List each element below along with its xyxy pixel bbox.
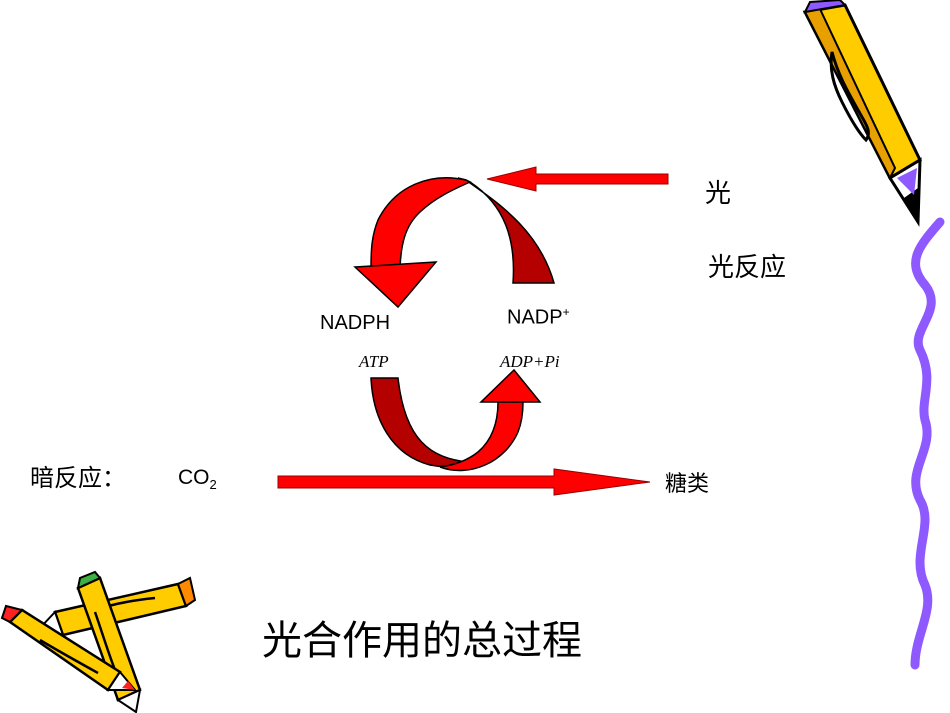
page-title: 光合作用的总过程: [262, 618, 582, 664]
nadp-to-nadph-arrow: [353, 177, 555, 309]
crossed-pencils-icon: [0, 570, 197, 713]
light-reaction-label: 光反应: [708, 253, 787, 283]
atp-to-adp-arrow: [370, 368, 542, 472]
atp-label: ATP: [359, 352, 389, 371]
adp-pi-label: ADP+Pi: [500, 352, 560, 371]
nadp-label: NADP+: [507, 305, 570, 330]
co2-to-sugar-arrow: [277, 468, 651, 496]
dark-reaction-label: 暗反应：: [30, 464, 126, 492]
pencil-icon: [802, 0, 922, 227]
nadp-main: NADP: [507, 306, 563, 329]
co2-main: CO: [178, 466, 210, 489]
co2-sub: 2: [209, 477, 217, 493]
nadp-sup: +: [562, 305, 570, 319]
sugar-label: 糖类: [665, 472, 710, 497]
wavy-border: [910, 217, 945, 670]
nadph-label: NADPH: [320, 312, 391, 334]
light-label: 光: [705, 179, 732, 209]
light-arrow: [486, 166, 669, 192]
co2-label: CO2: [178, 466, 217, 492]
